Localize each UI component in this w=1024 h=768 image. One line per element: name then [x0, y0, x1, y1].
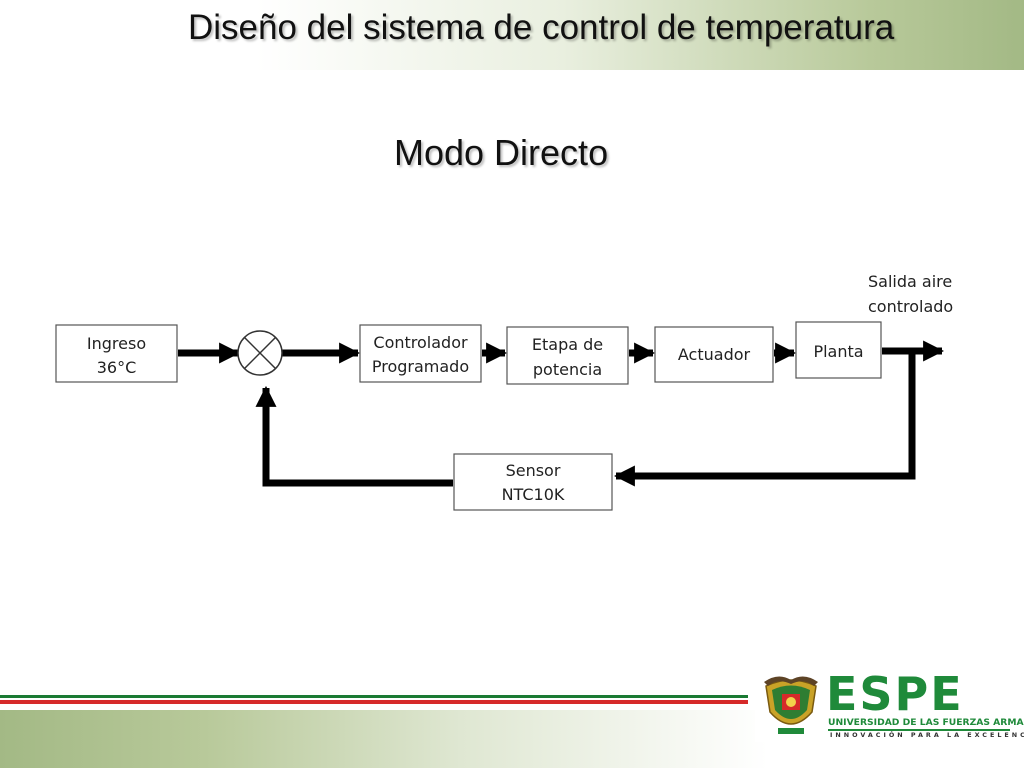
university-motto: INNOVACIÓN PARA LA EXCELENCIA [830, 731, 1024, 739]
block-sensor-line1: Sensor [506, 461, 561, 480]
block-sensor-line2: NTC10K [502, 485, 565, 504]
block-sensor: Sensor NTC10K [453, 453, 613, 511]
output-label-line2: controlado [868, 297, 953, 316]
block-ingreso-line1: Ingreso [87, 334, 146, 353]
arrow-sensor-to-sum [255, 385, 453, 487]
slide-subtitle: Modo Directo [394, 132, 609, 173]
block-etapa-de-potencia: Etapa de potencia [506, 326, 629, 385]
block-controlador-line1: Controlador [373, 333, 468, 352]
slide-title: Diseño del sistema de control de tempera… [188, 8, 895, 47]
block-controlador-line2: Programado [372, 357, 469, 376]
header-band [0, 0, 1024, 70]
espe-logo-text: ESPE [826, 667, 964, 721]
block-etapa-line2: potencia [533, 360, 602, 379]
university-crest-icon [764, 676, 818, 734]
block-actuador-label: Actuador [678, 345, 751, 364]
block-planta-label: Planta [813, 342, 863, 361]
arrow-feedback-to-sensor [613, 351, 916, 487]
block-planta: Planta [795, 321, 882, 379]
output-label-line1: Salida aire [868, 272, 952, 291]
block-etapa-line1: Etapa de [532, 335, 603, 354]
summing-junction [237, 330, 283, 376]
university-name: UNIVERSIDAD DE LAS FUERZAS ARMADAS [828, 717, 1024, 731]
block-controlador: Controlador Programado [359, 324, 482, 383]
block-ingreso-line2: 36°C [97, 358, 137, 377]
footer-stripes [0, 695, 748, 709]
block-actuador: Actuador [654, 326, 774, 383]
block-ingreso: Ingreso 36°C [55, 324, 178, 383]
